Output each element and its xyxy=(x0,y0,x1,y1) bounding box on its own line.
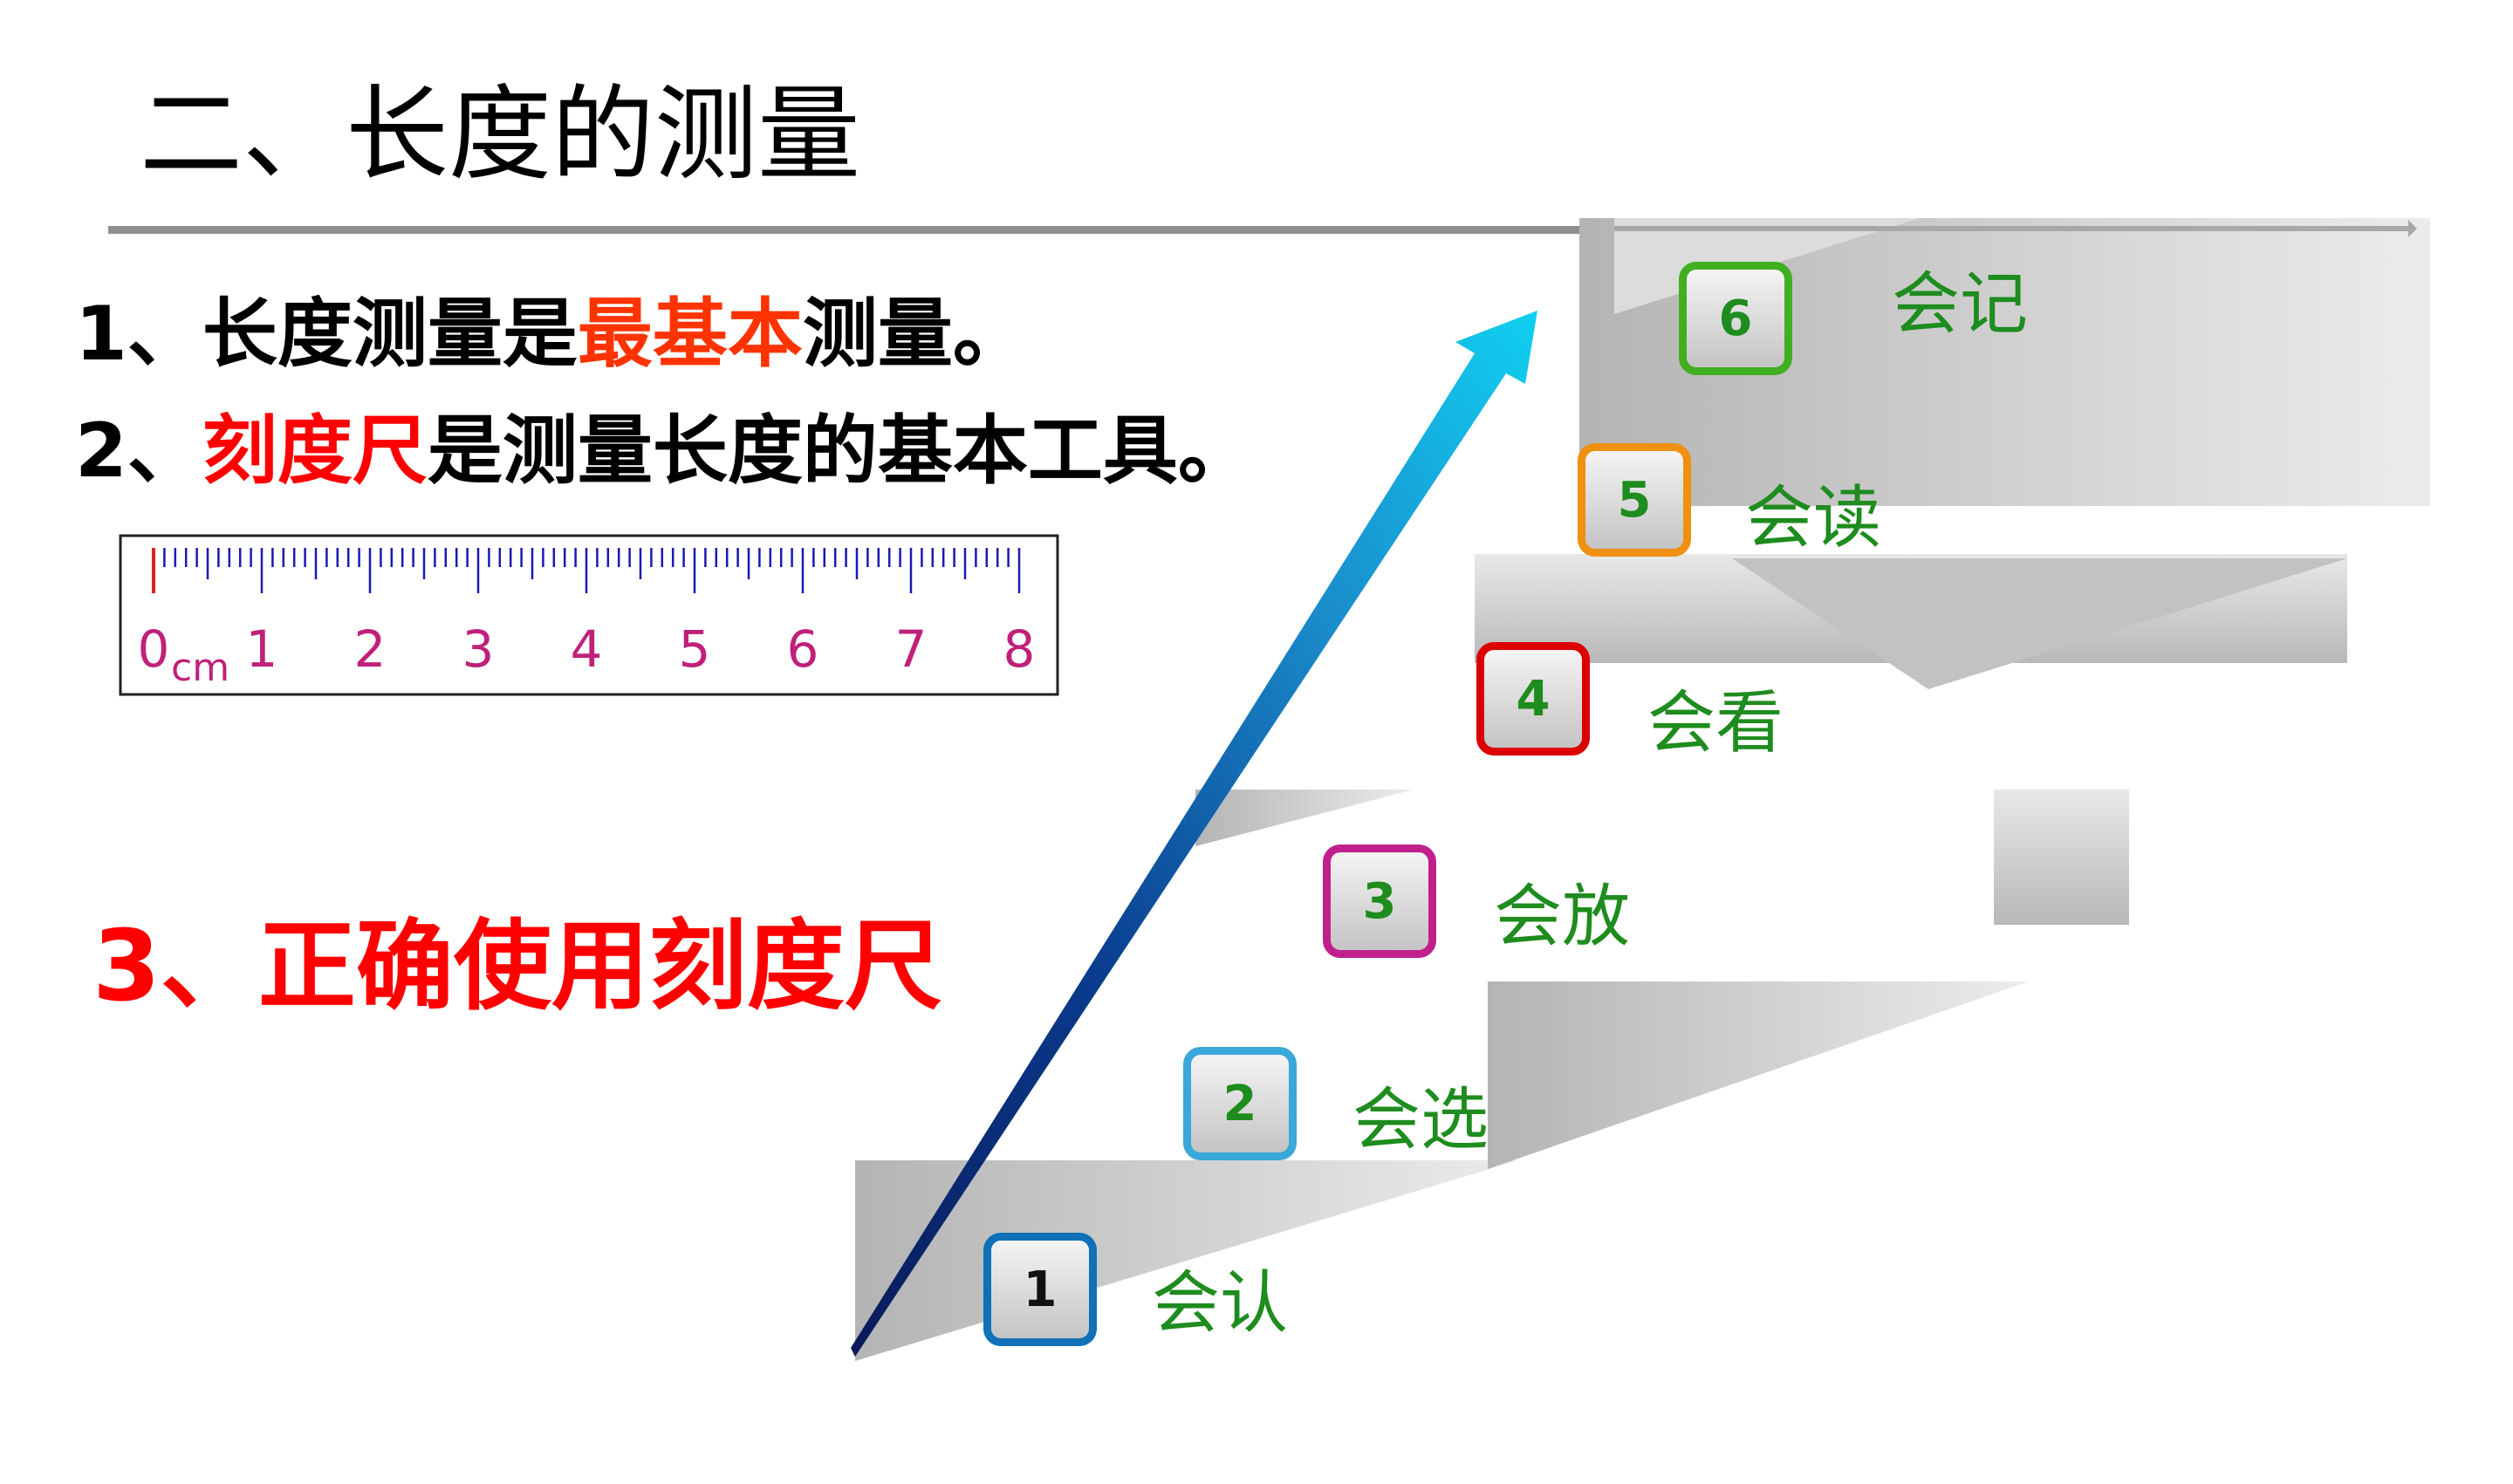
page-title: 二、长度的测量 xyxy=(140,74,861,195)
point-1-prefix: 1、长度测量是 xyxy=(75,291,578,378)
ruler-number: 4 xyxy=(571,619,603,679)
point-1: 1、长度测量是最基本测量。 xyxy=(75,297,1028,372)
section-heading-3: 3、正确使用刻度尺 xyxy=(92,910,942,1023)
ruler-number: 7 xyxy=(895,619,928,679)
step-label-4: 会看 xyxy=(1647,684,1784,763)
step-label-6: 会记 xyxy=(1892,265,2029,344)
step-badge-5: 5 xyxy=(1578,443,1691,557)
ruler-number: 2 xyxy=(354,619,387,679)
step-badge-6: 6 xyxy=(1679,262,1792,375)
step-label-3: 会放 xyxy=(1494,878,1631,956)
stair-step-2 xyxy=(1488,981,2029,1169)
ruler-number: 0 xyxy=(138,619,170,679)
step-label-5: 会读 xyxy=(1745,479,1882,557)
ruler-unit: cm xyxy=(171,646,229,690)
ruler-number: 6 xyxy=(787,619,819,679)
step-badge-4: 4 xyxy=(1476,642,1590,756)
ruler-number: 8 xyxy=(1003,619,1036,679)
ruler-number: 3 xyxy=(462,619,495,679)
point-2-prefix: 2、 xyxy=(75,407,202,495)
stair-step-3b xyxy=(1994,790,2129,925)
step-badge-1: 1 xyxy=(983,1233,1097,1346)
stair-step-4b xyxy=(1732,558,2347,689)
step-badge-3: 3 xyxy=(1323,845,1436,958)
step-label-1: 会认 xyxy=(1152,1264,1289,1343)
ruler-number: 5 xyxy=(679,619,711,679)
point-2-suffix: 是测量长度的基本工具。 xyxy=(427,407,1253,495)
point-2: 2、刻度尺是测量长度的基本工具。 xyxy=(75,414,1253,489)
stair-step-4a xyxy=(1475,554,2347,663)
step-label-2: 会选 xyxy=(1352,1081,1489,1159)
ruler-number: 1 xyxy=(246,619,278,679)
point-1-highlight: 最基本 xyxy=(577,291,803,378)
step-badge-2: 2 xyxy=(1183,1047,1297,1160)
point-2-highlight: 刻度尺 xyxy=(202,407,428,495)
title-divider xyxy=(108,226,2412,234)
point-1-suffix: 测量。 xyxy=(802,291,1028,378)
stair-step-3a xyxy=(1195,790,1414,846)
ruler-illustration: 0 1 2 3 4 5 6 7 8 cm xyxy=(119,534,1059,696)
